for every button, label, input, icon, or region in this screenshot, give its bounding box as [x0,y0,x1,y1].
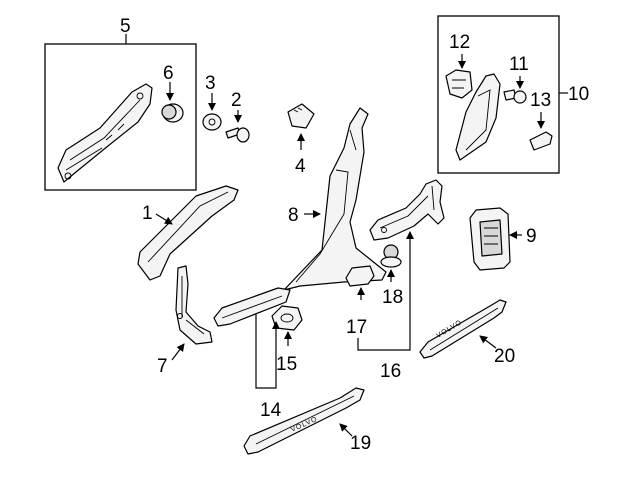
part-17-clip: 17 [345,265,375,338]
callout-14-leaders: 14 [255,314,282,421]
callout-13: 13 [530,90,551,111]
callout-19: 19 [350,433,371,454]
callout-11: 11 [509,54,529,75]
callout-10: 10 [568,84,589,105]
callout-20: 20 [494,346,515,367]
part-3-washer: 3 [202,73,222,131]
part-12-clip: 12 [445,32,473,99]
part-7-bracket: 7 [157,265,213,377]
callout-1: 1 [142,203,153,224]
part-19-scuff-plate-front: VOLVO 19 [243,387,371,455]
callout-5: 5 [120,16,131,37]
part-11-bolt: 11 [503,54,529,104]
part-9-grab-handle: 9 [469,207,537,271]
part-18-fastener: 18 [380,244,403,308]
part-5-seat-belt-guide-rail [57,83,153,183]
callout-15: 15 [276,354,297,375]
callout-9: 9 [526,226,537,247]
group-box-5: 5 [44,16,197,191]
part-8-b-pillar-trim: 8 [283,107,387,291]
part-4-cover-cap: 4 [287,103,315,177]
callout-16: 16 [380,361,401,382]
callout-12: 12 [449,32,470,53]
part-10-trim-bracket [455,73,501,161]
part-14-sill-trim [213,287,291,327]
callout-2: 2 [231,90,242,111]
callout-6: 6 [163,63,174,84]
callout-3: 3 [205,73,216,94]
group-box-10: 10 [437,15,589,174]
part-16-lower-trim [369,179,445,241]
part-20-scuff-plate-rear: VOLVO 20 [419,299,515,367]
part-1-pillar-trim: 1 [137,185,239,281]
callout-4: 4 [295,156,306,177]
callout-18: 18 [382,287,403,308]
callout-7: 7 [157,356,168,377]
part-6-grommet: 6 [161,63,184,123]
callout-16-leaders: 16 [357,231,414,382]
callout-17: 17 [346,317,367,338]
part-2-bolt: 2 [225,90,250,143]
callout-14: 14 [260,400,282,421]
callout-8: 8 [288,205,299,226]
part-13-clip: 13 [529,90,553,151]
